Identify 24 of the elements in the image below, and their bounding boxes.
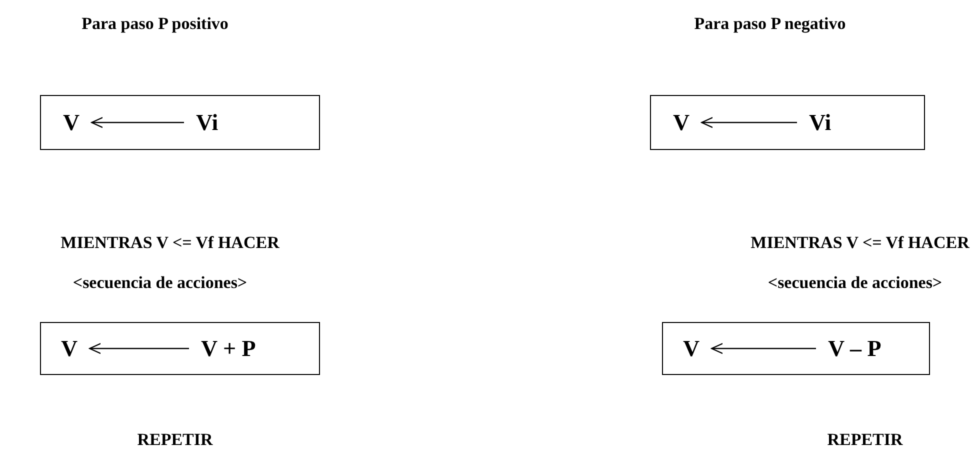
pseudocode-text: REPETIR (137, 430, 213, 450)
variable-text: V (683, 336, 700, 362)
variable-text: V (673, 110, 690, 136)
assignment-arrow (711, 342, 816, 354)
pseudocode-text: Para paso P negativo (694, 14, 846, 34)
variable-text: Vi (196, 110, 218, 136)
variable-text: Vi (809, 110, 832, 136)
pseudocode-text: MIENTRAS V <= Vf HACER (750, 233, 970, 253)
pseudocode-text: Para paso P positivo (82, 14, 228, 34)
assignment-arrow (91, 116, 184, 128)
pseudocode-text: MIENTRAS V <= Vf HACER (60, 233, 280, 253)
variable-text: V (63, 110, 80, 136)
variable-text: V (61, 336, 78, 362)
variable-text: V + P (201, 336, 256, 362)
assignment-arrow (701, 116, 797, 128)
pseudocode-text: <secuencia de acciones> (768, 273, 942, 293)
assignment-box (662, 322, 930, 375)
variable-text: V – P (828, 336, 882, 362)
assignment-box (650, 95, 925, 150)
pseudocode-text: <secuencia de acciones> (72, 273, 248, 293)
assignment-box (40, 95, 320, 150)
assignment-box (40, 322, 320, 375)
pseudocode-text: REPETIR (827, 430, 903, 450)
assignment-arrow (89, 342, 189, 354)
